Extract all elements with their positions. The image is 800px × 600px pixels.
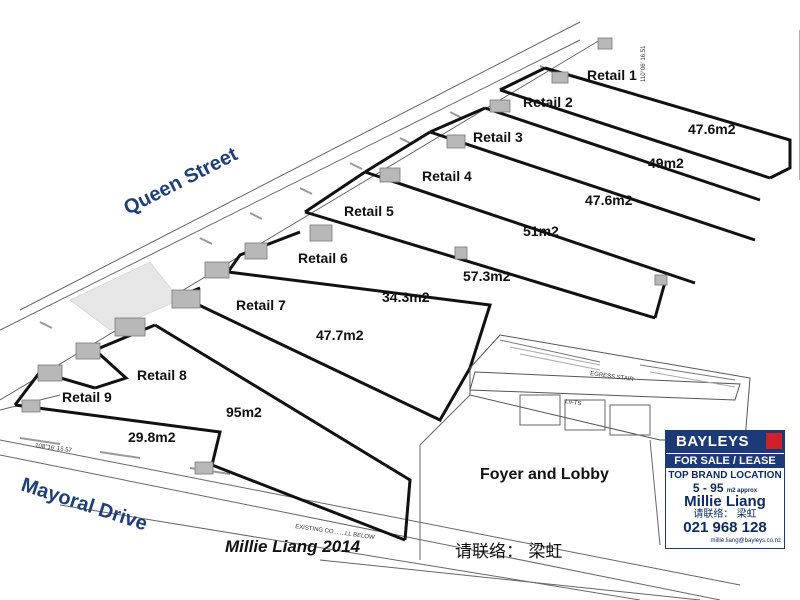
sign-email: millie.liang@bayleys.co.nz [710, 538, 781, 544]
unit-area-3: 47.6m2 [585, 192, 633, 208]
sign-line2-unit: m2 approx [726, 487, 758, 494]
unit-area-5: 57.3m2 [463, 268, 511, 284]
lifts-label: LIFTS [565, 399, 582, 407]
columns [21, 37, 668, 475]
sign-line1: TOP BRAND LOCATION [668, 470, 782, 481]
unit-name-2: Retail 2 [523, 94, 573, 110]
caption-contact-cn: 请联络： 梁虹 [455, 542, 563, 562]
dimension-mayoral: 108°16' 15.57 [35, 443, 73, 454]
unit-area-9: 29.8m2 [128, 429, 176, 445]
unit-area-2: 49m2 [648, 155, 684, 171]
sign-line2-value: 5 - 95 [692, 480, 724, 495]
unit-area-4: 51m2 [523, 223, 559, 239]
sign-logo-badge-icon [766, 433, 782, 449]
street-label-mayoral: Mayoral Drive [18, 474, 150, 535]
unit-area-7: 47.7m2 [316, 327, 364, 343]
building-core [419, 334, 751, 560]
sign-contact-cn: 请联络： 梁虹 [693, 508, 757, 520]
unit-name-4: Retail 4 [422, 168, 472, 184]
unit-name-9: Retail 9 [62, 389, 112, 405]
dimension-queen: 110°06' 16.51 [641, 45, 647, 82]
unit-name-5: Retail 5 [344, 203, 394, 219]
caption-author: Millie Liang 2014 [225, 537, 361, 556]
unit-name-6: Retail 6 [298, 250, 348, 266]
unit-name-3: Retail 3 [473, 129, 523, 145]
sign-brand: BAYLEYS [676, 433, 749, 450]
site-outline [0, 21, 800, 600]
unit-name-7: Retail 7 [236, 297, 286, 313]
street-label-queen: Queen Street [120, 143, 241, 219]
sign-header: BAYLEYS [666, 431, 784, 453]
bayleys-sign: BAYLEYS FOR SALE / LEASE TOP BRAND LOCAT… [665, 430, 785, 549]
sign-for-sale: FOR SALE / LEASE [666, 454, 784, 468]
foyer-label: Foyer and Lobby [480, 466, 609, 483]
unit-name-1: Retail 1 [587, 67, 637, 83]
unit-area-1: 47.6m2 [688, 121, 736, 137]
sign-line2: 5 - 95 m2 approx [666, 480, 784, 495]
sign-name: Millie Liang [684, 493, 766, 511]
unit-name-8: Retail 8 [137, 367, 187, 383]
unit-area-8: 95m2 [226, 404, 262, 420]
sign-phone: 021 968 128 [683, 519, 767, 537]
unit-area-6: 34.3m2 [382, 289, 430, 305]
